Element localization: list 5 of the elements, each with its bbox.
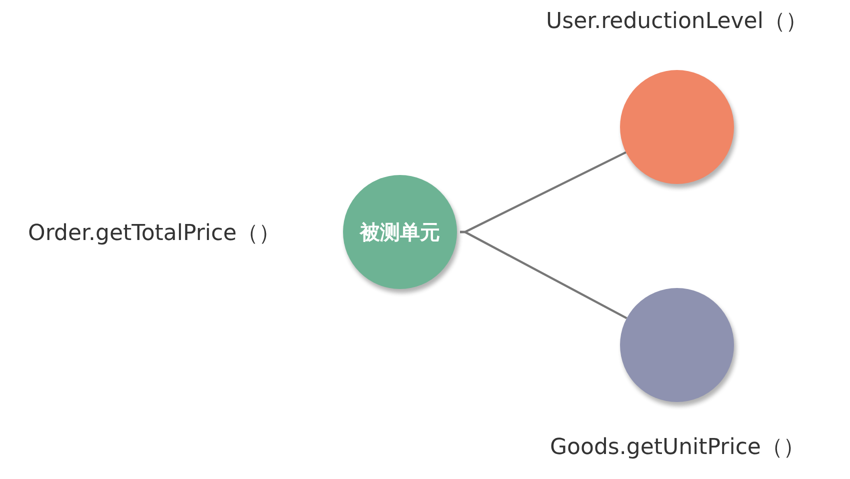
method-label: Order.getTotalPrice（） — [28, 220, 281, 248]
method-label: User.reductionLevel（） — [546, 8, 808, 36]
connector-line — [460, 230, 628, 320]
method-label: Goods.getUnitPrice（） — [550, 434, 805, 462]
circle-label: 被测单元 — [360, 218, 440, 246]
